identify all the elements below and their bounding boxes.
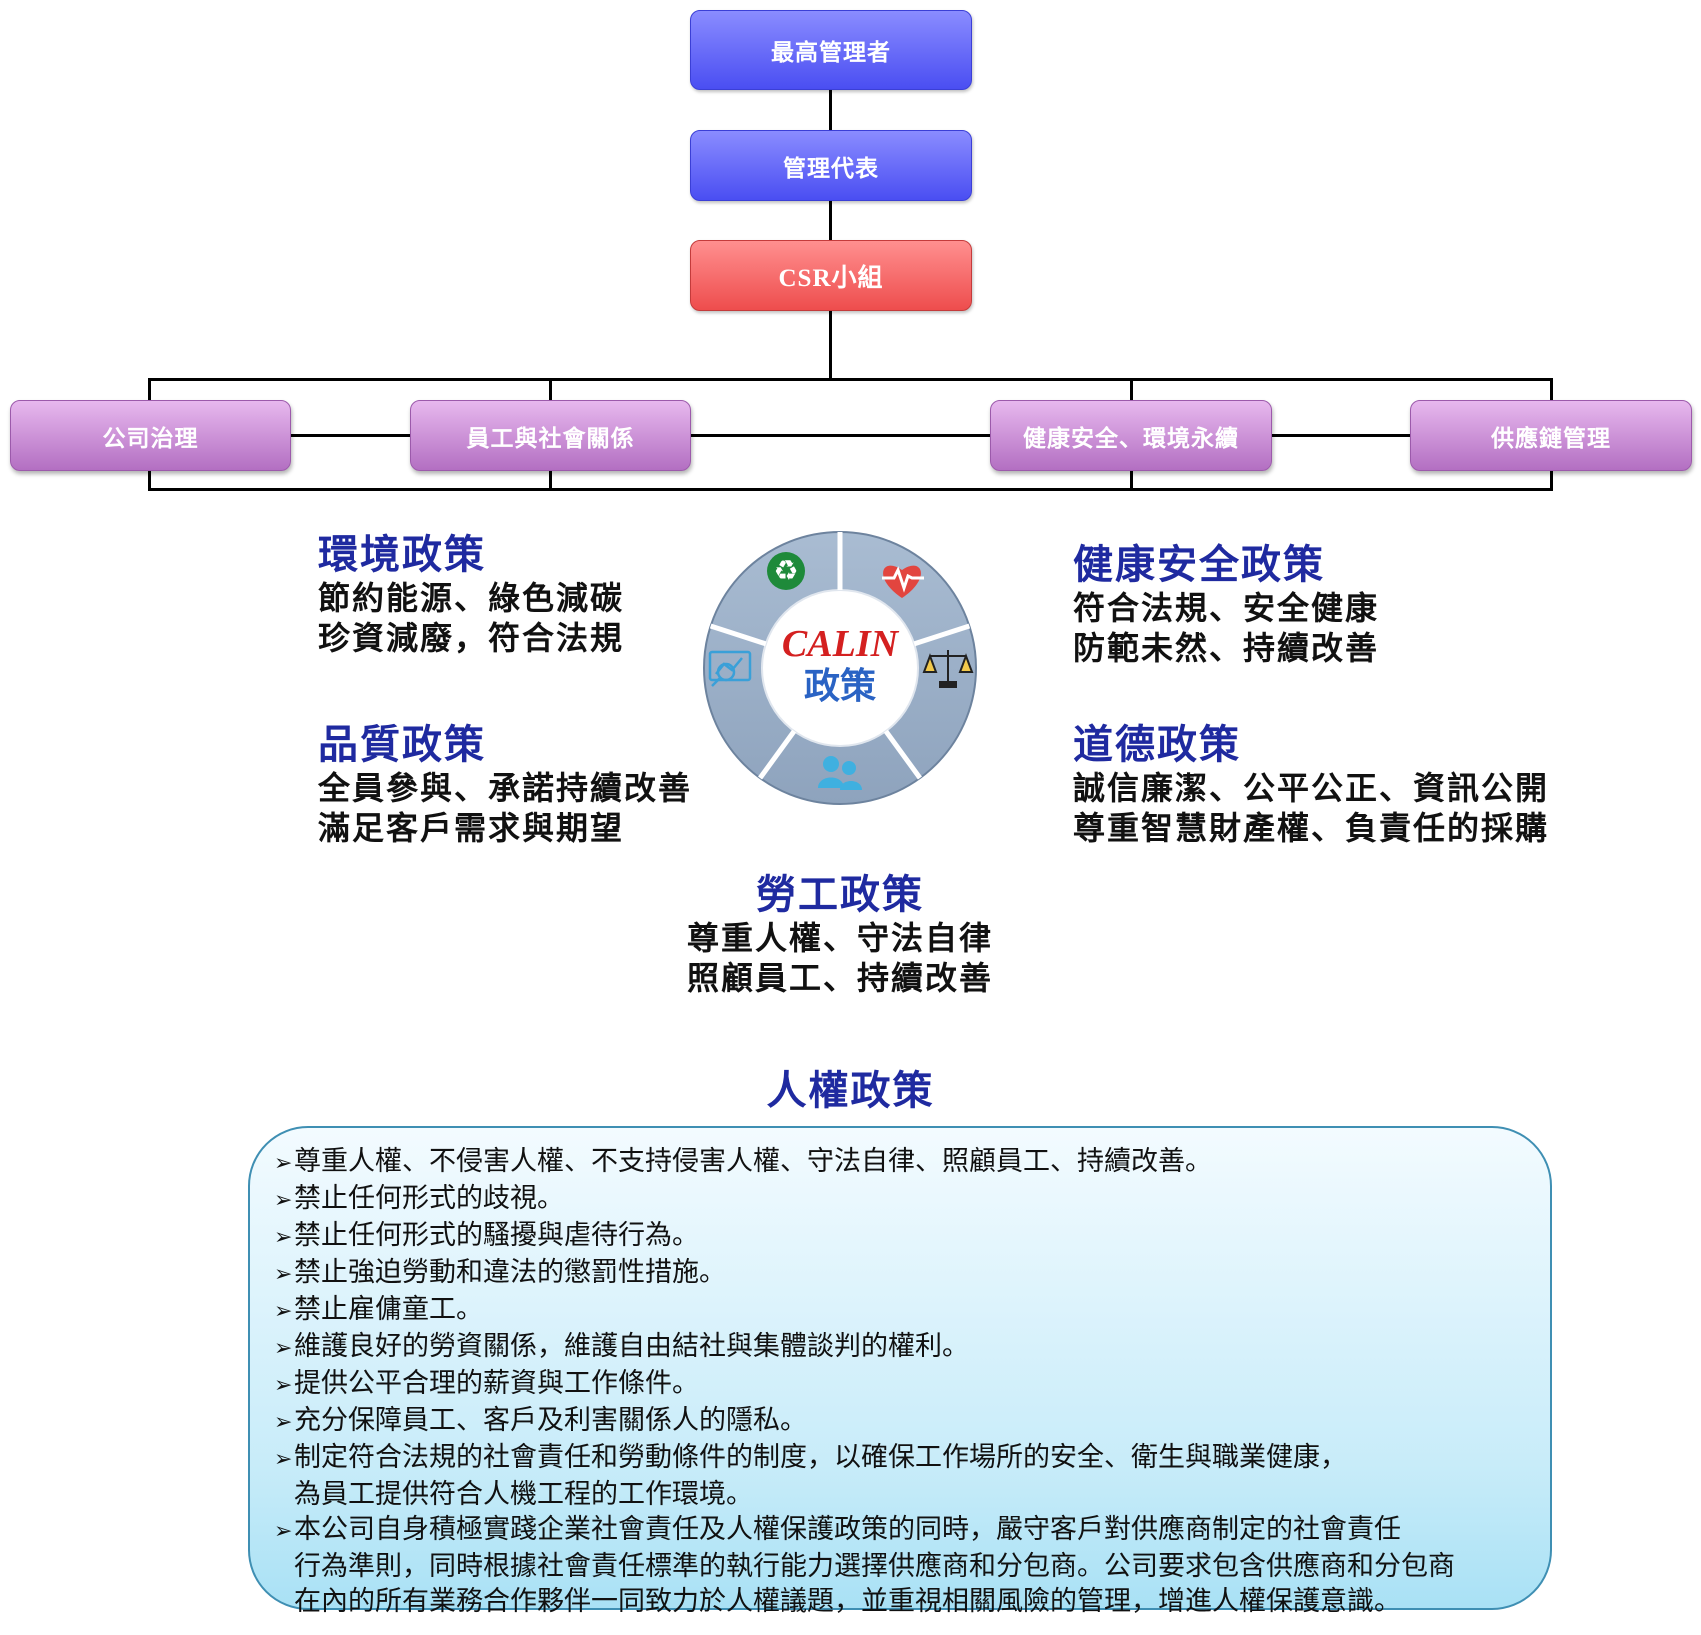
quality-policy-line: 全員參與、承諾持續改善 (318, 769, 693, 807)
human-rights-item: ➢提供公平合理的薪資與工作條件。 (274, 1366, 1530, 1403)
arrow-bullet-icon: ➢ (274, 1519, 293, 1544)
svg-text:♻: ♻ (773, 554, 798, 587)
arrow-bullet-icon: ➢ (274, 1225, 293, 1250)
connector-rep-csr (829, 200, 832, 242)
health-safety-policy-line: 符合法規、安全健康 (1073, 589, 1380, 627)
human-rights-item: ➢本公司自身積極實踐企業社會責任及人權保護政策的同時，嚴守客戶對供應商制定的社會… (274, 1512, 1530, 1549)
environment-policy: 環境政策 節約能源、綠色減碳 珍資減廢，符合法規 (318, 532, 624, 658)
top-management-box: 最高管理者 (690, 10, 972, 90)
environment-policy-title: 環境政策 (318, 532, 486, 578)
human-rights-item: ➢制定符合法規的社會責任和勞動條件的制度，以確保工作場所的安全、衛生與職業健康， (274, 1440, 1530, 1477)
labor-policy-title: 勞工政策 (756, 872, 924, 918)
labor-policy-line: 照顧員工、持續改善 (686, 959, 993, 997)
dept-health-safety-environment: 健康安全、環境永續 (990, 400, 1272, 471)
human-rights-item-text: 提供公平合理的薪資與工作條件。 (294, 1368, 699, 1399)
arrow-bullet-icon: ➢ (274, 1151, 293, 1176)
wheel-divider (758, 729, 797, 780)
human-rights-item: ➢禁止任何形式的騷擾與虐待行為。 (274, 1218, 1530, 1255)
wheel-title: CALIN (782, 623, 900, 665)
people-icon (818, 756, 862, 790)
arrow-bullet-icon: ➢ (274, 1410, 293, 1435)
human-rights-item-text: 禁止任何形式的歧視。 (294, 1183, 564, 1214)
calin-policy-wheel: ♻ CALIN 政策 (703, 531, 977, 805)
arrow-bullet-icon: ➢ (274, 1336, 293, 1361)
chart-icon (708, 650, 752, 687)
arrow-bullet-icon: ➢ (274, 1299, 293, 1324)
human-rights-item-text: 在內的所有業務合作夥伴一同致力於人權議題，並重視相關風險的管理，增進人權保護意識… (294, 1586, 1401, 1617)
arrow-bullet-icon: ➢ (274, 1262, 293, 1287)
quality-policy-line: 滿足客戶需求與期望 (318, 809, 625, 847)
quality-policy: 品質政策 全員參與、承諾持續改善 滿足客戶需求與期望 (318, 722, 692, 848)
human-rights-item: ➢充分保障員工、客戶及利害關係人的隱私。 (274, 1403, 1530, 1440)
environment-policy-line: 節約能源、綠色減碳 (318, 579, 625, 617)
arrow-bullet-icon: ➢ (274, 1447, 293, 1472)
human-rights-item-text: 為員工提供符合人機工程的工作環境。 (294, 1479, 753, 1510)
ethics-policy: 道德政策 誠信廉潔、公平公正、資訊公開 尊重智慧財產權、負責任的採購 (1073, 722, 1549, 848)
human-rights-item-continuation: 在內的所有業務合作夥伴一同致力於人權議題，並重視相關風險的管理，增進人權保護意識… (274, 1584, 1530, 1619)
labor-policy-line: 尊重人權、守法自律 (686, 919, 993, 957)
wheel-dividers (709, 532, 971, 780)
connector-csr-bus (829, 310, 832, 380)
wheel-divider (883, 729, 922, 780)
arrow-bullet-icon: ➢ (274, 1188, 293, 1213)
dept-corporate-governance: 公司治理 (10, 400, 291, 471)
csr-team-box: CSR小組 (690, 240, 972, 311)
arrow-bullet-icon: ➢ (274, 1373, 293, 1398)
bus-bottom (148, 488, 1552, 491)
human-rights-item-text: 禁止雇傭童工。 (294, 1294, 483, 1325)
human-rights-item: ➢禁止任何形式的歧視。 (274, 1181, 1530, 1218)
wheel-divider (913, 623, 971, 647)
human-rights-item: ➢禁止雇傭童工。 (274, 1292, 1530, 1329)
recycle-icon: ♻ (767, 552, 805, 590)
ethics-policy-title: 道德政策 (1073, 722, 1241, 768)
human-rights-item-text: 維護良好的勞資關係，維護自由結社與集體談判的權利。 (294, 1331, 969, 1362)
wheel-divider (709, 623, 767, 647)
human-rights-item-continuation: 為員工提供符合人機工程的工作環境。 (274, 1477, 1530, 1512)
human-rights-policy-box: ➢尊重人權、不侵害人權、不支持侵害人權、守法自律、照顧員工、持續改善。➢禁止任何… (248, 1126, 1552, 1617)
human-rights-item-text: 尊重人權、不侵害人權、不支持侵害人權、守法自律、照顧員工、持續改善。 (294, 1146, 1212, 1177)
human-rights-item-continuation: 行為準則，同時根據社會責任標準的執行能力選擇供應商和分包商。公司要求包含供應商和… (274, 1549, 1530, 1584)
human-rights-item-text: 行為準則，同時根據社會責任標準的執行能力選擇供應商和分包商。公司要求包含供應商和… (294, 1551, 1455, 1582)
human-rights-title: 人權政策 (766, 1068, 935, 1114)
quality-policy-title: 品質政策 (318, 722, 486, 768)
human-rights-item-text: 制定符合法規的社會責任和勞動條件的制度，以確保工作場所的安全、衛生與職業健康， (294, 1442, 1347, 1473)
health-safety-policy: 健康安全政策 符合法規、安全健康 防範未然、持續改善 (1073, 542, 1379, 668)
human-rights-item: ➢尊重人權、不侵害人權、不支持侵害人權、守法自律、照顧員工、持續改善。 (274, 1144, 1530, 1181)
human-rights-item-text: 充分保障員工、客戶及利害關係人的隱私。 (294, 1405, 807, 1436)
ethics-policy-line: 誠信廉潔、公平公正、資訊公開 (1073, 769, 1550, 807)
environment-policy-line: 珍資減廢，符合法規 (318, 619, 625, 657)
dept-supply-chain: 供應鏈管理 (1410, 400, 1692, 471)
human-rights-item-text: 禁止強迫勞動和違法的懲罰性措施。 (294, 1257, 726, 1288)
heart-pulse-icon (882, 565, 924, 598)
human-rights-item-text: 禁止任何形式的騷擾與虐待行為。 (294, 1220, 699, 1251)
human-rights-item: ➢維護良好的勞資關係，維護自由結社與集體談判的權利。 (274, 1329, 1530, 1366)
human-rights-item-text: 本公司自身積極實踐企業社會責任及人權保護政策的同時，嚴守客戶對供應商制定的社會責… (294, 1514, 1401, 1545)
dept-employee-society: 員工與社會關係 (410, 400, 691, 471)
human-rights-item: ➢禁止強迫勞動和違法的懲罰性措施。 (274, 1255, 1530, 1292)
scales-icon (922, 650, 974, 688)
connector-top-rep (829, 90, 832, 132)
bus-top (148, 378, 1552, 381)
labor-policy: 勞工政策 尊重人權、守法自律 照顧員工、持續改善 (640, 872, 1040, 998)
ethics-policy-line: 尊重智慧財產權、負責任的採購 (1073, 809, 1550, 847)
wheel-subtitle: 政策 (804, 666, 876, 707)
health-safety-policy-line: 防範未然、持續改善 (1073, 629, 1380, 667)
management-representative-box: 管理代表 (690, 130, 972, 201)
health-safety-policy-title: 健康安全政策 (1073, 542, 1325, 588)
bus-middle (148, 434, 1552, 437)
